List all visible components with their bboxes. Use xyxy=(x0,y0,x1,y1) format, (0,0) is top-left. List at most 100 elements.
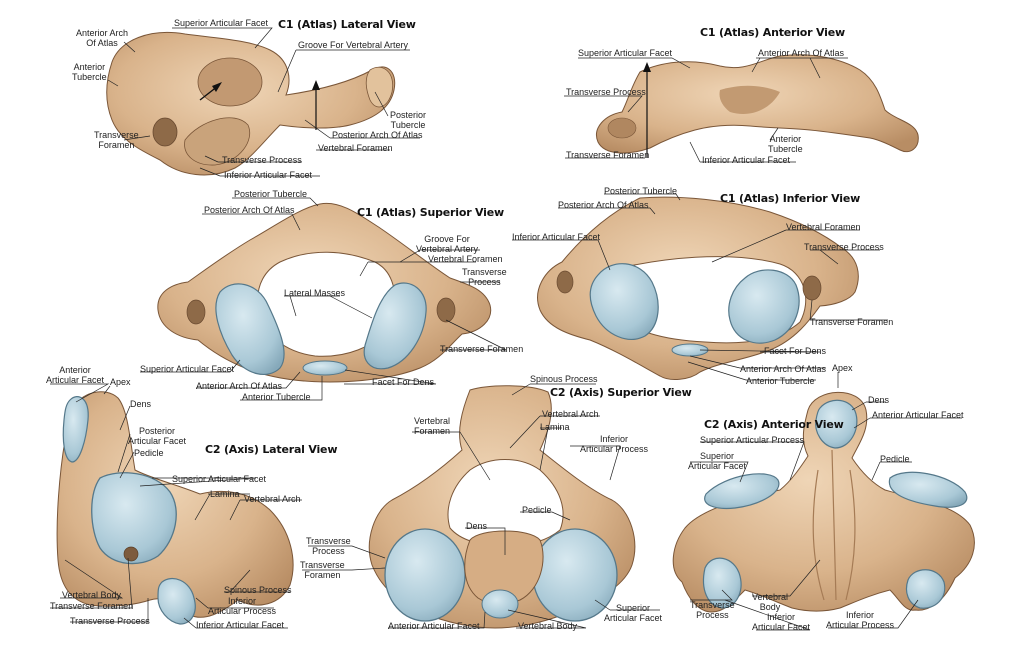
c2-superior-label-transverse-process: Transverse Process xyxy=(306,536,351,556)
c1-lateral-label-transverse-process: Transverse Process xyxy=(222,155,302,165)
c2-lateral-illustration xyxy=(56,391,294,625)
c1-anterior-arch-shadow xyxy=(719,85,780,114)
c1-superior-label-facet-for-dens: Facet For Dens xyxy=(372,377,435,387)
c2-lateral-superior-facet xyxy=(91,472,177,565)
c2-superior-left-facet xyxy=(384,528,466,622)
c1-superior-label-anterior-arch: Anterior Arch Of Atlas xyxy=(196,381,283,391)
c2-anterior-label-anterior-articular-facet: Anterior Articular Facet xyxy=(872,410,964,420)
c1-lateral-label-posterior-tubercle: Posterior Tubercle xyxy=(390,110,427,130)
c1-superior-facet-for-dens xyxy=(302,360,348,376)
c2-anterior-label-dens: Dens xyxy=(868,395,890,405)
c2-anterior-left-inf-facet xyxy=(702,557,742,609)
leader-lines xyxy=(50,27,962,631)
c1-anterior-label-transverse-foramen: Transverse Foramen xyxy=(566,150,650,160)
c2-superior-label-vertebral-body: Vertebral Body xyxy=(518,621,578,631)
c1-superior-title: C1 (Atlas) Superior View xyxy=(357,206,504,219)
c1-inferior-left-facet xyxy=(589,263,659,340)
c1-anterior-label-transverse-process: Transverse Process xyxy=(566,87,646,97)
c1-lateral-label-inferior-articular-facet: Inferior Articular Facet xyxy=(224,170,313,180)
c2-superior-label-pedicle: Pedicle xyxy=(522,505,552,515)
c1-superior-label-lateral-masses: Lateral Masses xyxy=(284,288,346,298)
c2-lateral-anterior-facet xyxy=(62,396,89,463)
c2-lateral-label-superior-articular-facet: Superior Articular Facet xyxy=(172,474,267,484)
c2-superior-label-superior-articular-facet: Superior Articular Facet xyxy=(604,603,663,623)
c2-anterior-label-transverse-process: Transverse Process xyxy=(690,600,735,620)
c1-anterior-left-foramen xyxy=(607,117,637,139)
c2-lateral-title: C2 (Axis) Lateral View xyxy=(205,443,338,456)
c2-lateral-transverse-foramen xyxy=(123,546,139,562)
c1-inferior-label-transverse-process: Transverse Process xyxy=(804,242,884,252)
c2-lateral-label-posterior-articular-facet: Posterior Articular Facet xyxy=(128,426,187,446)
c2-anterior-dens-facet xyxy=(815,399,858,449)
c1-inferior-label-inferior-articular-facet: Inferior Articular Facet xyxy=(512,232,601,242)
c2-superior-label-spinous-process: Spinous Process xyxy=(530,374,598,384)
c1-superior-illustration xyxy=(157,202,492,383)
c1-anterior-illustration xyxy=(596,54,919,158)
c1-lateral-body xyxy=(106,31,396,176)
c2-lateral-label-vertebral-body: Vertebral Body xyxy=(62,590,122,600)
c2-superior-label-vertebral-arch: Vertebral Arch xyxy=(542,409,599,419)
c2-anterior-label-pedicle: Pedicle xyxy=(880,454,910,464)
c2-anterior-label-vertebral-body: Vertebral Body xyxy=(752,592,789,612)
c1-lateral-label-anterior-tubercle: Anterior Tubercle xyxy=(72,62,107,82)
c1-superior-label-groove-vertebral-artery: Groove For Vertebral Artery xyxy=(416,234,479,254)
c2-lateral-label-transverse-foramen: Transverse Foramen xyxy=(50,601,134,611)
c1-inferior-label-transverse-foramen: Transverse Foramen xyxy=(810,317,894,327)
c2-superior-anterior-facet xyxy=(481,589,519,619)
c2-lateral-label-spinous-process: Spinous Process xyxy=(224,585,292,595)
c2-lateral-label-transverse-process: Transverse Process xyxy=(70,616,150,626)
c2-lateral-inferior-facet xyxy=(157,577,196,625)
c1-lateral-posterior-tubercle xyxy=(365,66,394,108)
c2-superior-label-lamina: Lamina xyxy=(540,422,570,432)
c2-lateral-label-lamina: Lamina xyxy=(210,489,240,499)
c2-anterior-illustration xyxy=(672,391,975,613)
c1-inferior-right-transverse-foramen xyxy=(802,275,822,301)
c1-superior-left-transverse-foramen xyxy=(186,299,206,325)
c2-anterior-title: C2 (Axis) Anterior View xyxy=(704,418,844,431)
c1-superior-label-transverse-process: Transverse Process xyxy=(462,267,507,287)
c1-lateral-label-superior-articular-facet: Superior Articular Facet xyxy=(174,18,269,28)
c1-inferior-left-transverse-foramen xyxy=(556,270,574,294)
c1-lateral-label-vertebral-foramen: Vertebral Foramen xyxy=(318,143,393,153)
c1-lateral-transverse-foramen xyxy=(152,117,178,147)
c1-inferior-label-anterior-tubercle: Anterior Tubercle xyxy=(746,376,815,386)
c2-superior-illustration xyxy=(368,385,636,629)
c1-inferior-label-posterior-tubercle: Posterior Tubercle xyxy=(604,186,678,196)
c1-inferior-label-posterior-arch: Posterior Arch Of Atlas xyxy=(558,200,649,210)
c1-inferior-right-facet xyxy=(728,269,800,344)
c2-superior-label-dens: Dens xyxy=(466,521,488,531)
c2-lateral-label-vertebral-arch: Vertebral Arch xyxy=(244,494,301,504)
c1-lateral-label-transverse-foramen: Transverse Foramen xyxy=(94,130,139,150)
c1-superior-right-facet xyxy=(363,282,427,370)
c2-lateral-label-pedicle: Pedicle xyxy=(134,448,164,458)
c1-lateral-title: C1 (Atlas) Lateral View xyxy=(278,18,416,31)
c1-superior-label-vertebral-foramen: Vertebral Foramen xyxy=(428,254,503,264)
c1-lateral-label-groove-vertebral-artery: Groove For Vertebral Artery xyxy=(298,40,409,50)
c1-superior-right-transverse-foramen xyxy=(436,297,456,323)
c2-anterior-label-superior-articular-facet: Superior Articular Facet xyxy=(688,451,747,471)
c2-anterior-body-ridge xyxy=(812,449,856,601)
c2-anterior-label-apex: Apex xyxy=(832,363,853,373)
c1-anterior-label-superior-articular-facet: Superior Articular Facet xyxy=(578,48,673,58)
c1-lateral-superior-facet-hollow xyxy=(197,57,263,107)
c1-lateral-inferior-facet xyxy=(184,117,250,166)
c2-superior-label-inferior-articular-process: Inferior Articular Process xyxy=(580,434,649,454)
c1-inferior-illustration xyxy=(537,196,859,380)
c1-inferior-label-anterior-arch: Anterior Arch Of Atlas xyxy=(740,364,827,374)
c1-lateral-label-anterior-arch: Anterior Arch Of Atlas xyxy=(76,28,129,48)
c1-superior-label-posterior-tubercle: Posterior Tubercle xyxy=(234,189,308,199)
c1-superior-label-anterior-tubercle: Anterior Tubercle xyxy=(242,392,311,402)
c1-superior-label-superior-articular-facet: Superior Articular Facet xyxy=(140,364,235,374)
c1-lateral-label-posterior-arch: Posterior Arch Of Atlas xyxy=(332,130,423,140)
c2-superior-dens xyxy=(464,530,544,605)
c2-lateral-label-apex: Apex xyxy=(110,377,131,387)
c1-superior-label-transverse-foramen: Transverse Foramen xyxy=(440,344,524,354)
c1-anterior-label-anterior-arch: Anterior Arch Of Atlas xyxy=(758,48,845,58)
c2-lateral-label-dens: Dens xyxy=(130,399,152,409)
c1-superior-left-facet xyxy=(215,283,285,376)
c2-superior-label-anterior-articular-facet: Anterior Articular Facet xyxy=(388,621,480,631)
c2-superior-label-vertebral-foramen: Vertebral Foramen xyxy=(414,416,451,436)
c2-anterior-label-inferior-articular-process: Inferior Articular Process xyxy=(826,610,895,630)
c1-inferior-label-vertebral-foramen: Vertebral Foramen xyxy=(786,222,861,232)
